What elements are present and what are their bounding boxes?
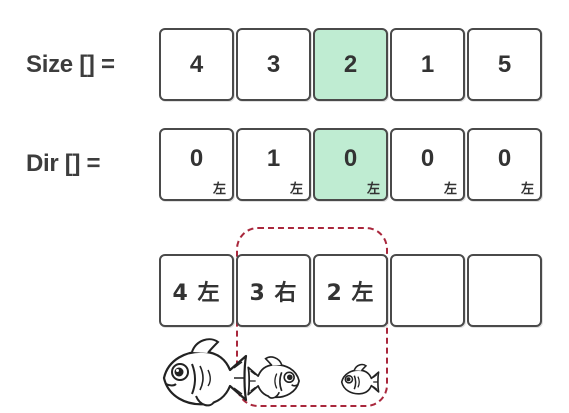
size-cell: 4 — [159, 28, 234, 101]
stack-cell-value: 4 左 — [172, 280, 221, 306]
size-cell-value: 4 — [189, 50, 204, 78]
dir-cell-sublabel: 左 — [443, 182, 457, 197]
dir-cell: 0 左 — [467, 128, 542, 201]
size-cell-value: 2 — [343, 50, 358, 78]
dir-cell-sublabel: 左 — [520, 182, 534, 197]
stack-cell-value: 3 右 — [249, 280, 298, 306]
size-cell-value: 3 — [266, 50, 281, 78]
dir-array: 0 左 1 左 0 左 0 左 0 左 — [159, 128, 542, 201]
size-cell-value: 5 — [497, 50, 512, 78]
dir-cell: 0 左 — [159, 128, 234, 201]
dir-cell-value: 0 — [189, 144, 204, 172]
dir-cell-highlighted: 0 左 — [313, 128, 388, 201]
size-cell: 3 — [236, 28, 311, 101]
fish-medium-icon — [247, 356, 300, 399]
fish-small-icon — [340, 363, 380, 395]
dir-array-label: Dir [] = — [26, 150, 101, 177]
stack-cell: 3 右 — [236, 254, 311, 327]
stack-cell-value: 2 左 — [326, 280, 375, 306]
size-cell-highlighted: 2 — [313, 28, 388, 101]
size-cell: 5 — [467, 28, 542, 101]
stack-cell-empty — [390, 254, 465, 327]
size-cell: 1 — [390, 28, 465, 101]
dir-cell-value: 0 — [420, 144, 435, 172]
stack-array: 4 左 3 右 2 左 — [159, 254, 542, 327]
dir-cell-value: 1 — [266, 144, 281, 172]
size-array: 4 3 2 1 5 — [159, 28, 542, 101]
stack-cell-empty — [467, 254, 542, 327]
stack-cell: 2 左 — [313, 254, 388, 327]
size-array-label: Size [] = — [26, 51, 115, 78]
dir-cell-value: 0 — [497, 144, 512, 172]
dir-cell-value: 0 — [343, 144, 358, 172]
size-cell-value: 1 — [420, 50, 435, 78]
dir-cell: 0 左 — [390, 128, 465, 201]
fish-large-icon — [162, 338, 248, 407]
stack-cell: 4 左 — [159, 254, 234, 327]
dir-cell-sublabel: 左 — [289, 182, 303, 197]
dir-cell-sublabel: 左 — [212, 182, 226, 197]
dir-cell: 1 左 — [236, 128, 311, 201]
dir-cell-sublabel: 左 — [366, 182, 380, 197]
